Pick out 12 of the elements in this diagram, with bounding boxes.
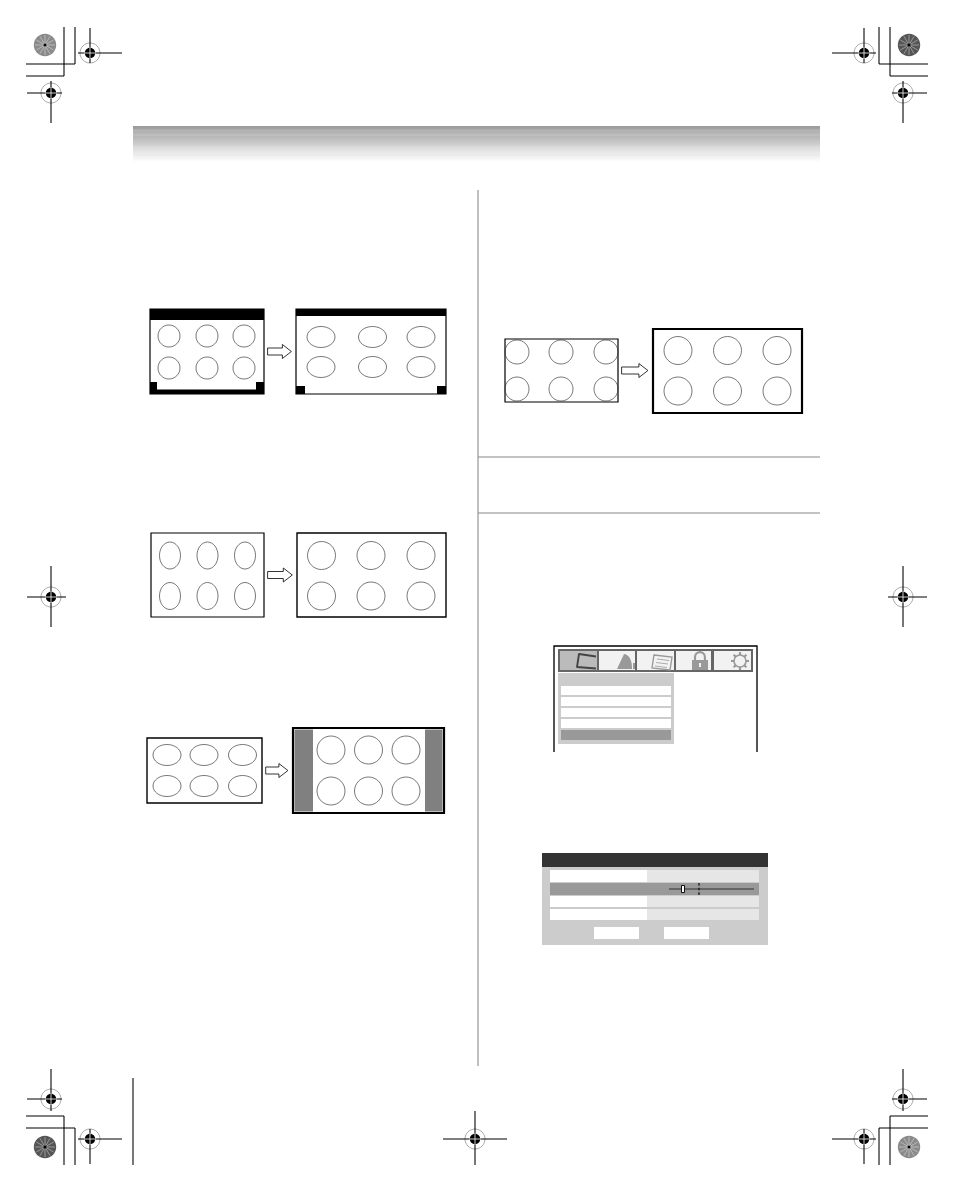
screen-frame xyxy=(296,532,447,618)
screen-frame xyxy=(149,308,265,395)
block-arrow xyxy=(267,344,292,359)
screen-frame xyxy=(150,532,265,618)
screen-frame xyxy=(651,327,804,415)
screen-frame xyxy=(291,726,446,815)
screen-frame xyxy=(295,308,447,395)
block-arrow xyxy=(621,363,649,378)
block-arrow xyxy=(267,567,293,583)
screen-frame xyxy=(146,737,263,804)
block-arrow xyxy=(265,763,289,778)
screen-frame xyxy=(504,338,619,403)
